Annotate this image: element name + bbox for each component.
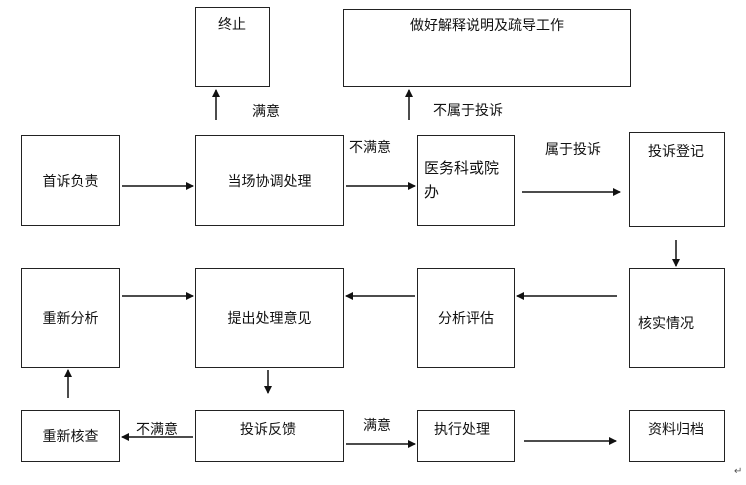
node-verify-label: 核实情况 <box>638 316 694 332</box>
node-evaluate-label: 分析评估 <box>438 311 494 327</box>
node-propose-label: 提出处理意见 <box>227 311 312 327</box>
node-recheck: 重新核查 <box>21 410 120 462</box>
node-first-responsible: 首诉负责 <box>21 135 120 226</box>
node-reanalyze: 重新分析 <box>21 268 120 368</box>
edge-label-is-complaint: 属于投诉 <box>545 142 601 158</box>
node-onsite-label: 当场协调处理 <box>227 173 312 190</box>
node-complaint-register-label: 投诉登记 <box>648 144 704 160</box>
node-feedback: 投诉反馈 <box>195 410 344 462</box>
node-verify: 核实情况 <box>629 268 725 368</box>
node-propose: 提出处理意见 <box>195 268 344 368</box>
node-evaluate: 分析评估 <box>417 268 515 368</box>
node-feedback-label: 投诉反馈 <box>240 422 296 438</box>
edge-label-satisfied-up: 满意 <box>252 104 280 120</box>
node-medical-office-label: 医务科或院办 <box>424 159 500 201</box>
edge-label-not-complaint: 不属于投诉 <box>433 103 503 119</box>
edge-label-dissatisfied-bottom: 不满意 <box>136 422 178 438</box>
edge-label-dissatisfied-top: 不满意 <box>349 140 391 156</box>
node-complaint-register: 投诉登记 <box>629 132 725 227</box>
node-explain-label: 做好解释说明及疏导工作 <box>410 18 564 34</box>
node-reanalyze-label: 重新分析 <box>42 311 99 327</box>
node-first-responsible-label: 首诉负责 <box>42 173 99 190</box>
node-execute: 执行处理 <box>417 410 515 462</box>
edge-label-satisfied-bottom: 满意 <box>363 418 391 434</box>
node-archive-label: 资料归档 <box>648 422 704 438</box>
node-execute-label: 执行处理 <box>434 422 490 438</box>
node-terminate: 终止 <box>195 7 270 87</box>
node-onsite: 当场协调处理 <box>195 135 344 226</box>
node-medical-office: 医务科或院办 <box>417 135 515 226</box>
node-explain: 做好解释说明及疏导工作 <box>343 9 631 87</box>
corner-mark: ↵ <box>734 466 743 477</box>
node-terminate-label: 终止 <box>218 17 246 33</box>
node-archive: 资料归档 <box>629 410 725 462</box>
node-recheck-label: 重新核查 <box>42 429 99 445</box>
